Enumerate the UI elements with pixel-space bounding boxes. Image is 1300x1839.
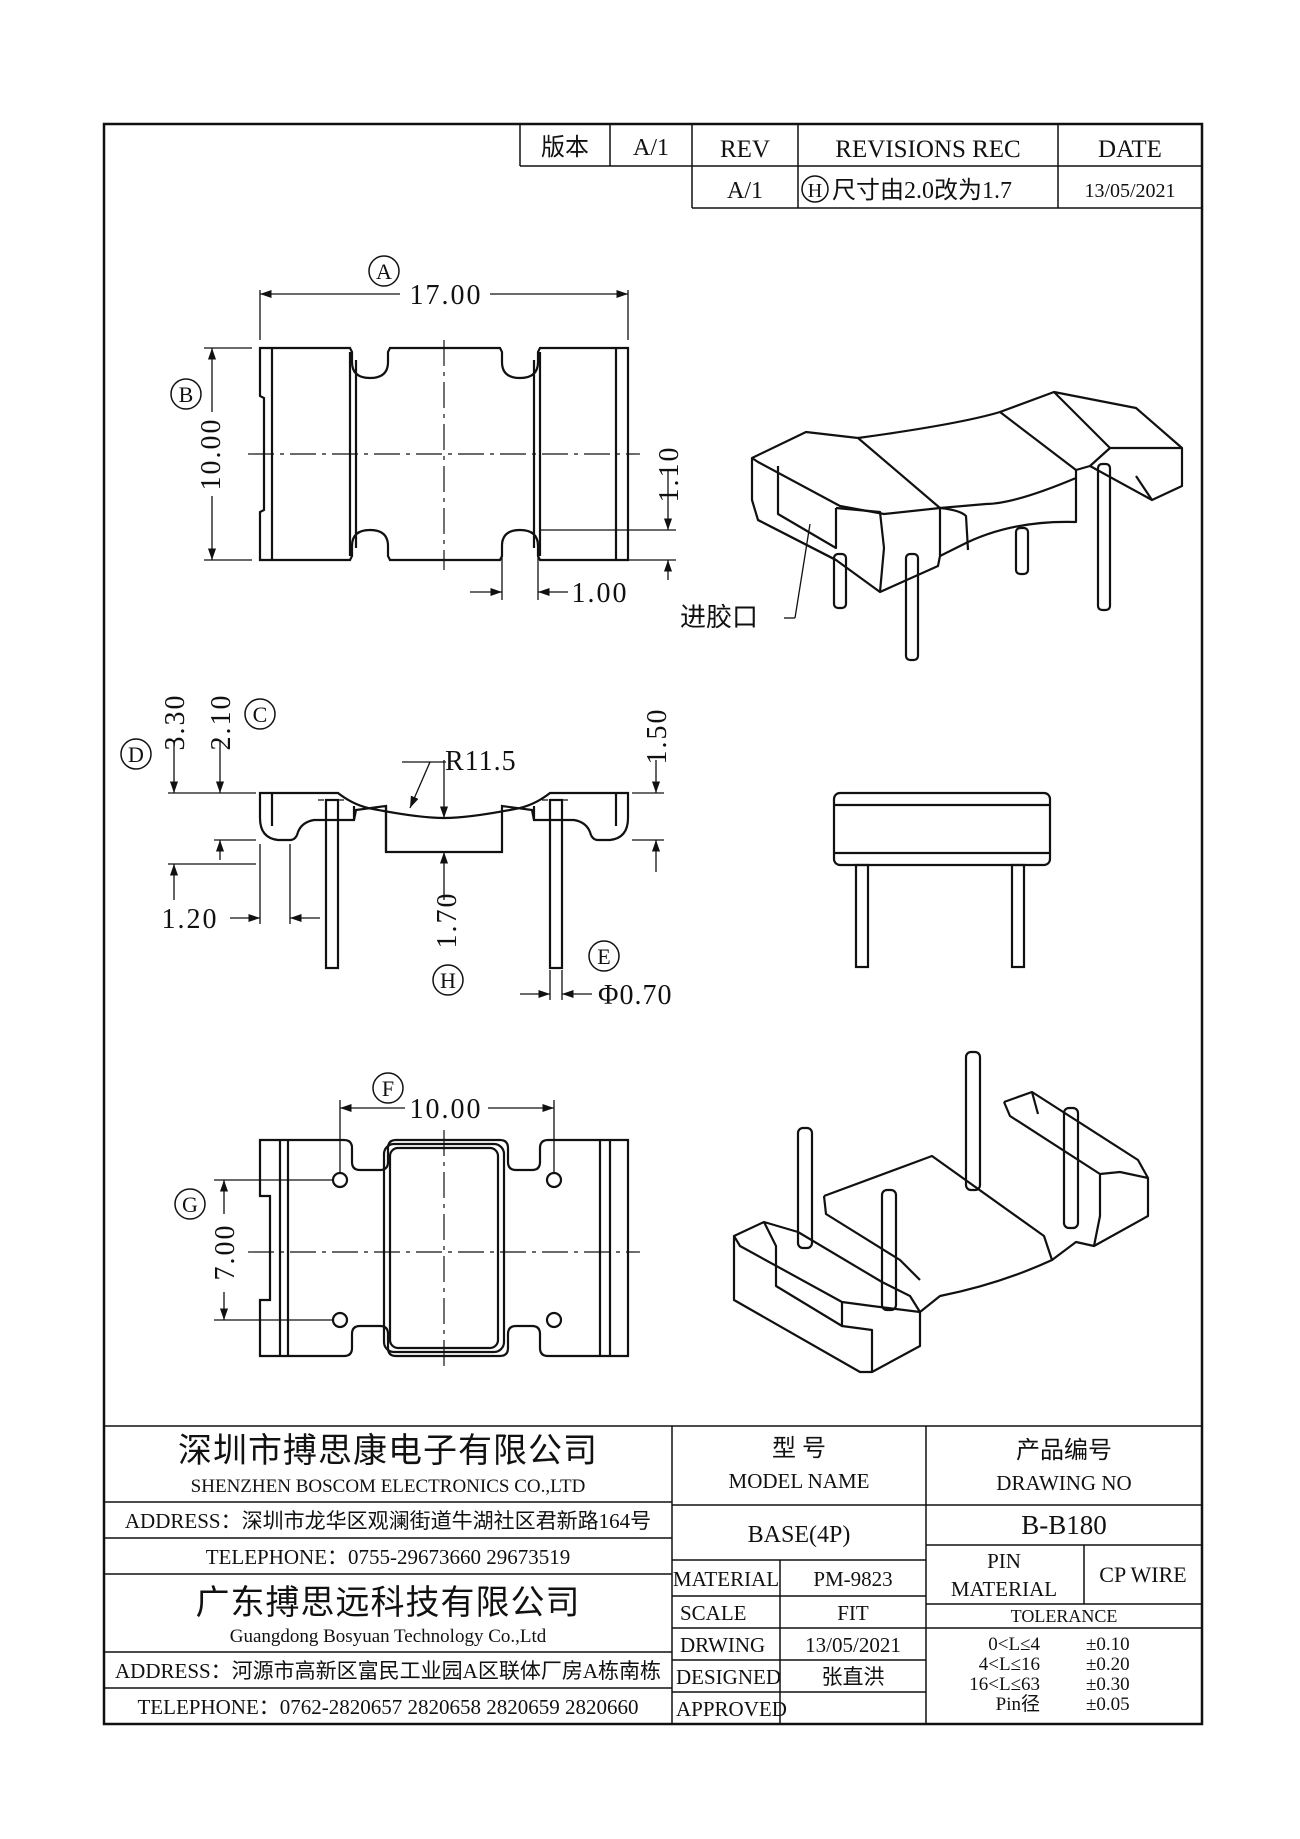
top-view-centerlines <box>248 340 640 570</box>
tolerance-value: ±0.05 <box>1086 1694 1130 1715</box>
pin-material-label-2: MATERIAL <box>951 1577 1057 1601</box>
callout-b: B <box>179 382 194 407</box>
callout-f-circle <box>372 1072 404 1104</box>
callout-a-circle <box>368 255 400 287</box>
iso-view-bottom <box>732 1050 1150 1374</box>
bottom-dim-lines <box>214 1100 555 1321</box>
designed-label: DESIGNED <box>676 1665 781 1689</box>
iso-view-top <box>750 390 1184 662</box>
material-label: MATERIAL <box>673 1567 779 1591</box>
callout-d: D <box>128 742 144 767</box>
dim-line-width <box>204 347 252 561</box>
tolerance-value: ±0.30 <box>1086 1674 1130 1695</box>
drawing-border <box>102 122 1204 1726</box>
model-value: BASE(4P) <box>748 1522 851 1548</box>
revision-text: 尺寸由2.0改为1.7 <box>832 177 1012 204</box>
scale-label: SCALE <box>680 1601 747 1625</box>
company-en-2: Guangdong Bosyuan Technology Co.,Ltd <box>230 1626 547 1647</box>
drawing-label-en: DRAWING NO <box>996 1471 1131 1495</box>
dim-step: 1.20 <box>162 904 219 935</box>
revision-marker-circle <box>801 175 829 203</box>
callout-g-circle <box>174 1188 206 1220</box>
pin-material-label-1: PIN <box>987 1549 1021 1573</box>
front-view-hidden <box>318 799 570 840</box>
dim-radius: R11.5 <box>445 746 517 777</box>
bottom-view-centerlines <box>248 1130 640 1366</box>
callout-c: C <box>253 702 268 727</box>
pin-material-value: CP WIRE <box>1099 1562 1186 1587</box>
date-header: DATE <box>1098 136 1162 163</box>
approved-label: APPROVED <box>676 1697 787 1721</box>
dim-length: 17.00 <box>410 280 483 311</box>
designed-value: 张直洪 <box>822 1665 885 1689</box>
dim-pin-pitch-x: 10.00 <box>410 1094 483 1125</box>
version-value: A/1 <box>633 135 669 161</box>
callout-h: H <box>440 968 456 993</box>
model-label-cn: 型 号 <box>772 1435 826 1462</box>
tolerance-range: 16<L≤63 <box>969 1674 1040 1695</box>
dim-notch-width: 1.00 <box>572 578 629 609</box>
dim-line-notch-depth <box>540 470 676 580</box>
callout-d-circle <box>120 738 152 770</box>
dim-line-length <box>259 289 629 340</box>
callout-c-circle <box>244 698 276 730</box>
rev-header: REV <box>720 136 770 163</box>
revisions-header: REVISIONS REC <box>835 136 1020 163</box>
callout-h-circle <box>432 964 464 996</box>
dim-width: 10.00 <box>196 418 227 491</box>
rev-value: A/1 <box>727 178 763 204</box>
telephone-2: TELEPHONE：0762-2820657 2820658 2820659 2… <box>137 1695 638 1719</box>
side-view <box>832 791 1052 969</box>
dim-line-notch-width <box>470 540 568 600</box>
company-cn-1: 深圳市搏思康电子有限公司 <box>178 1432 598 1470</box>
address-2: ADDRESS：河源市高新区富民工业园A区联体厂房A栋南栋 <box>115 1659 661 1683</box>
drwing-value: 13/05/2021 <box>805 1633 901 1657</box>
version-label: 版本 <box>541 134 589 161</box>
tolerance-value: ±0.20 <box>1086 1654 1130 1675</box>
callout-a: A <box>376 259 392 284</box>
company-cn-2: 广东搏思远科技有限公司 <box>196 1584 581 1622</box>
callout-b-circle <box>170 378 202 410</box>
gate-label: 进胶口 <box>680 603 758 632</box>
dim-pin-pitch-y: 7.00 <box>210 1224 241 1281</box>
model-label-en: MODEL NAME <box>729 1469 870 1493</box>
tolerance-range: 0<L≤4 <box>988 1634 1040 1655</box>
drawing-value: B-B180 <box>1021 1510 1107 1540</box>
dim-total-height: 3.30 <box>160 694 191 751</box>
telephone-1: TELEPHONE：0755-29673660 29673519 <box>206 1545 571 1569</box>
callout-e: E <box>597 944 610 969</box>
dim-right-height: 1.50 <box>642 708 673 765</box>
drawing-label-cn: 产品编号 <box>1016 1437 1112 1464</box>
callout-g: G <box>182 1192 198 1217</box>
dim-center-height: 1.70 <box>432 892 463 949</box>
front-dim-lines <box>168 740 664 1000</box>
callout-e-circle <box>588 940 620 972</box>
tolerance-range: 4<L≤16 <box>979 1654 1040 1675</box>
dim-pin-diameter: Φ0.70 <box>598 980 672 1011</box>
revision-block <box>519 124 1202 209</box>
title-block-grid <box>104 1425 1202 1724</box>
scale-value: FIT <box>837 1601 869 1625</box>
dim-body-height: 2.10 <box>206 694 237 751</box>
revision-date: 13/05/2021 <box>1084 180 1175 202</box>
tolerance-label: TOLERANCE <box>1011 1606 1118 1626</box>
revision-marker: H <box>808 180 822 202</box>
material-value: PM-9823 <box>813 1567 892 1591</box>
drwing-label: DRWING <box>680 1633 765 1657</box>
gate-leader <box>784 523 811 619</box>
callout-f: F <box>382 1076 394 1101</box>
tolerance-value: ±0.10 <box>1086 1634 1130 1655</box>
company-en-1: SHENZHEN BOSCOM ELECTRONICS CO.,LTD <box>191 1476 586 1497</box>
dim-notch-depth: 1.10 <box>654 446 685 503</box>
address-1: ADDRESS：深圳市龙华区观澜街道牛湖社区君新路164号 <box>125 1509 651 1533</box>
tolerance-range: Pin径 <box>996 1693 1040 1715</box>
